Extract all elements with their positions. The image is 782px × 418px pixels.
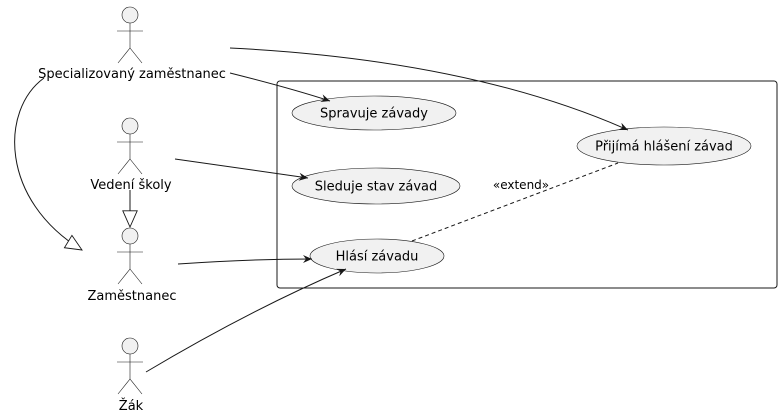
usecase-tracks-label: Sleduje stav závad [315,180,437,195]
actor-management[interactable]: Vedení školy [90,117,172,193]
actor-student-label: Žák [119,398,144,414]
usecase-manages-shape [291,95,457,131]
actor-management-label: Vedení školy [90,178,172,193]
association-employee-reports [177,255,313,265]
actor-figure-icon [117,337,143,395]
actor-figure-icon [117,227,143,285]
generalization-specialist-employee [14,77,82,250]
system-boundary [276,80,778,289]
usecase-tracks-shape [291,167,461,205]
usecase-tracks[interactable]: Sleduje stav závad [291,167,461,205]
actor-figure-icon [117,6,143,64]
usecase-receives[interactable]: Přijímá hlášení závad [576,126,752,166]
usecase-manages[interactable]: Spravuje závady [291,95,457,131]
actor-specialist[interactable]: Specializovaný zaměstnanec [38,6,226,82]
extend-label: «extend» [493,178,549,192]
usecase-manages-label: Spravuje závady [320,107,428,122]
actor-specialist-label: Specializovaný zaměstnanec [38,67,226,82]
actor-employee[interactable]: Zaměstnanec [88,227,177,304]
association-specialist-receives [229,47,629,131]
extend-relation [411,162,619,242]
usecase-reports-label: Hlásí závadu [336,250,419,265]
usecase-receives-label: Přijímá hlášení závad [595,140,733,155]
usecase-reports[interactable]: Hlásí závadu [309,238,445,274]
actor-figure-icon [117,117,143,175]
association-specialist-manages [229,72,331,103]
association-management-tracks [174,158,309,181]
actor-employee-label: Zaměstnanec [88,289,177,304]
actor-student[interactable]: Žák [117,337,144,414]
association-student-reports [145,268,347,373]
usecase-receives-shape [576,126,752,166]
